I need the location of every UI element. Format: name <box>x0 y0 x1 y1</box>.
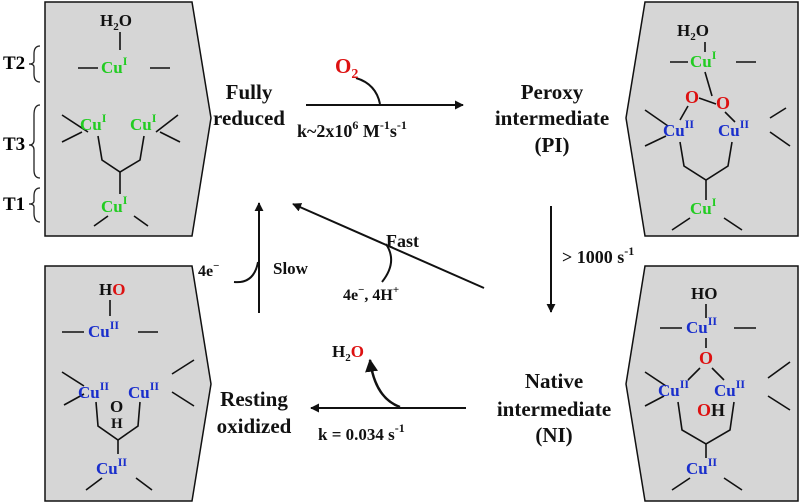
t3-copper-right: CuII <box>714 377 745 400</box>
t1-label: T1 <box>3 194 25 215</box>
t3-copper-right: CuII <box>718 117 749 140</box>
rate-ro: k = 0.034 s-1 <box>318 421 405 444</box>
panel-shape <box>44 265 212 502</box>
t2-copper: CuI <box>690 48 717 71</box>
t2-bracket <box>28 45 41 83</box>
t3-copper-right: CuII <box>128 379 159 402</box>
t3-copper-left: CuII <box>658 377 689 400</box>
water-release-label: H2O <box>332 342 364 364</box>
rate-ni: > 1000 s-1 <box>562 244 634 267</box>
t1-bracket <box>28 187 41 223</box>
hydroxo-ligand: HO <box>691 284 717 303</box>
bridging-hydrogen: H <box>111 416 123 432</box>
native-label-line1: Native <box>525 369 583 393</box>
fully-reduced-label-line2: reduced <box>213 106 285 130</box>
panel-shape <box>625 265 799 502</box>
peroxy-panel: H2O CuI O O CuII CuII CuI <box>625 1 799 237</box>
electrons-protons-label: 4e−, 4H+ <box>343 284 399 304</box>
fully-reduced-label-line1: Fully <box>226 80 273 104</box>
reaction-ni-to-ro: H2O k = 0.034 s-1 <box>310 342 466 444</box>
electrons-label: 4e− <box>198 260 219 280</box>
fully-reduced-panel: H2O CuI CuI CuI CuI <box>44 1 212 237</box>
resting-label-line2: oxidized <box>217 414 292 438</box>
state-labels: Fully reduced Peroxy intermediate (PI) N… <box>213 80 611 447</box>
t1-copper: CuI <box>101 193 128 216</box>
peroxy-label-line3: (PI) <box>535 133 570 157</box>
water-ligand: H2O <box>100 11 132 33</box>
t2-label: T2 <box>3 53 25 74</box>
t1-copper: CuI <box>690 195 717 218</box>
native-label-line3: (NI) <box>535 423 572 447</box>
rate-pi: k~2x106 M-1s-1 <box>297 118 407 141</box>
water-ligand: H2O <box>677 21 709 43</box>
reaction-ni-to-fr-fast: Fast 4e−, 4H+ <box>292 203 485 304</box>
electron-proton-curve <box>381 243 393 283</box>
reaction-fr-to-pi: O2 k~2x106 M-1s-1 <box>297 54 464 141</box>
t3-bracket <box>28 104 41 179</box>
water-release-curve <box>365 358 401 409</box>
t1-copper: CuII <box>686 455 717 478</box>
t1-copper: CuII <box>96 455 127 478</box>
peroxy-label-line1: Peroxy <box>521 80 584 104</box>
hydroxo-ligand: HO <box>99 280 125 299</box>
native-intermediate-panel: HO CuII O CuII CuII OH CuII <box>625 265 799 502</box>
fast-label: Fast <box>386 231 419 251</box>
peroxo-oxygen-right: O <box>716 93 730 113</box>
peroxo-oxygen-left: O <box>685 87 699 107</box>
t3-copper-right: CuI <box>130 111 157 134</box>
peroxy-label-line2: intermediate <box>495 106 609 130</box>
t3-copper-left: CuI <box>80 111 107 134</box>
site-labels: T2 T3 T1 <box>3 45 41 223</box>
hydroxyl-ligand: OH <box>697 400 725 420</box>
resting-label-line1: Resting <box>220 387 288 411</box>
t3-label: T3 <box>3 134 25 155</box>
oxo-oxygen: O <box>699 348 713 368</box>
panel-shape <box>625 1 799 237</box>
reaction-ro-to-fr-slow: Slow 4e− <box>198 202 309 313</box>
t3-copper-left: CuII <box>663 117 694 140</box>
bridging-oxygen: O <box>110 397 123 416</box>
electron-curve <box>233 261 259 284</box>
t2-copper: CuII <box>88 318 119 341</box>
resting-oxidized-panel: HO CuII CuII CuII O H CuII <box>44 265 212 502</box>
arrow-fast <box>292 203 485 289</box>
reaction-pi-to-ni: > 1000 s-1 <box>546 206 634 313</box>
t2-copper: CuII <box>686 314 717 337</box>
o2-entry-curve <box>355 77 381 105</box>
o2-reagent: O2 <box>335 54 358 82</box>
slow-label: Slow <box>273 259 309 278</box>
t2-copper: CuI <box>101 54 128 77</box>
t3-copper-left: CuII <box>78 379 109 402</box>
native-label-line2: intermediate <box>497 397 611 421</box>
panel-shape <box>44 1 212 237</box>
